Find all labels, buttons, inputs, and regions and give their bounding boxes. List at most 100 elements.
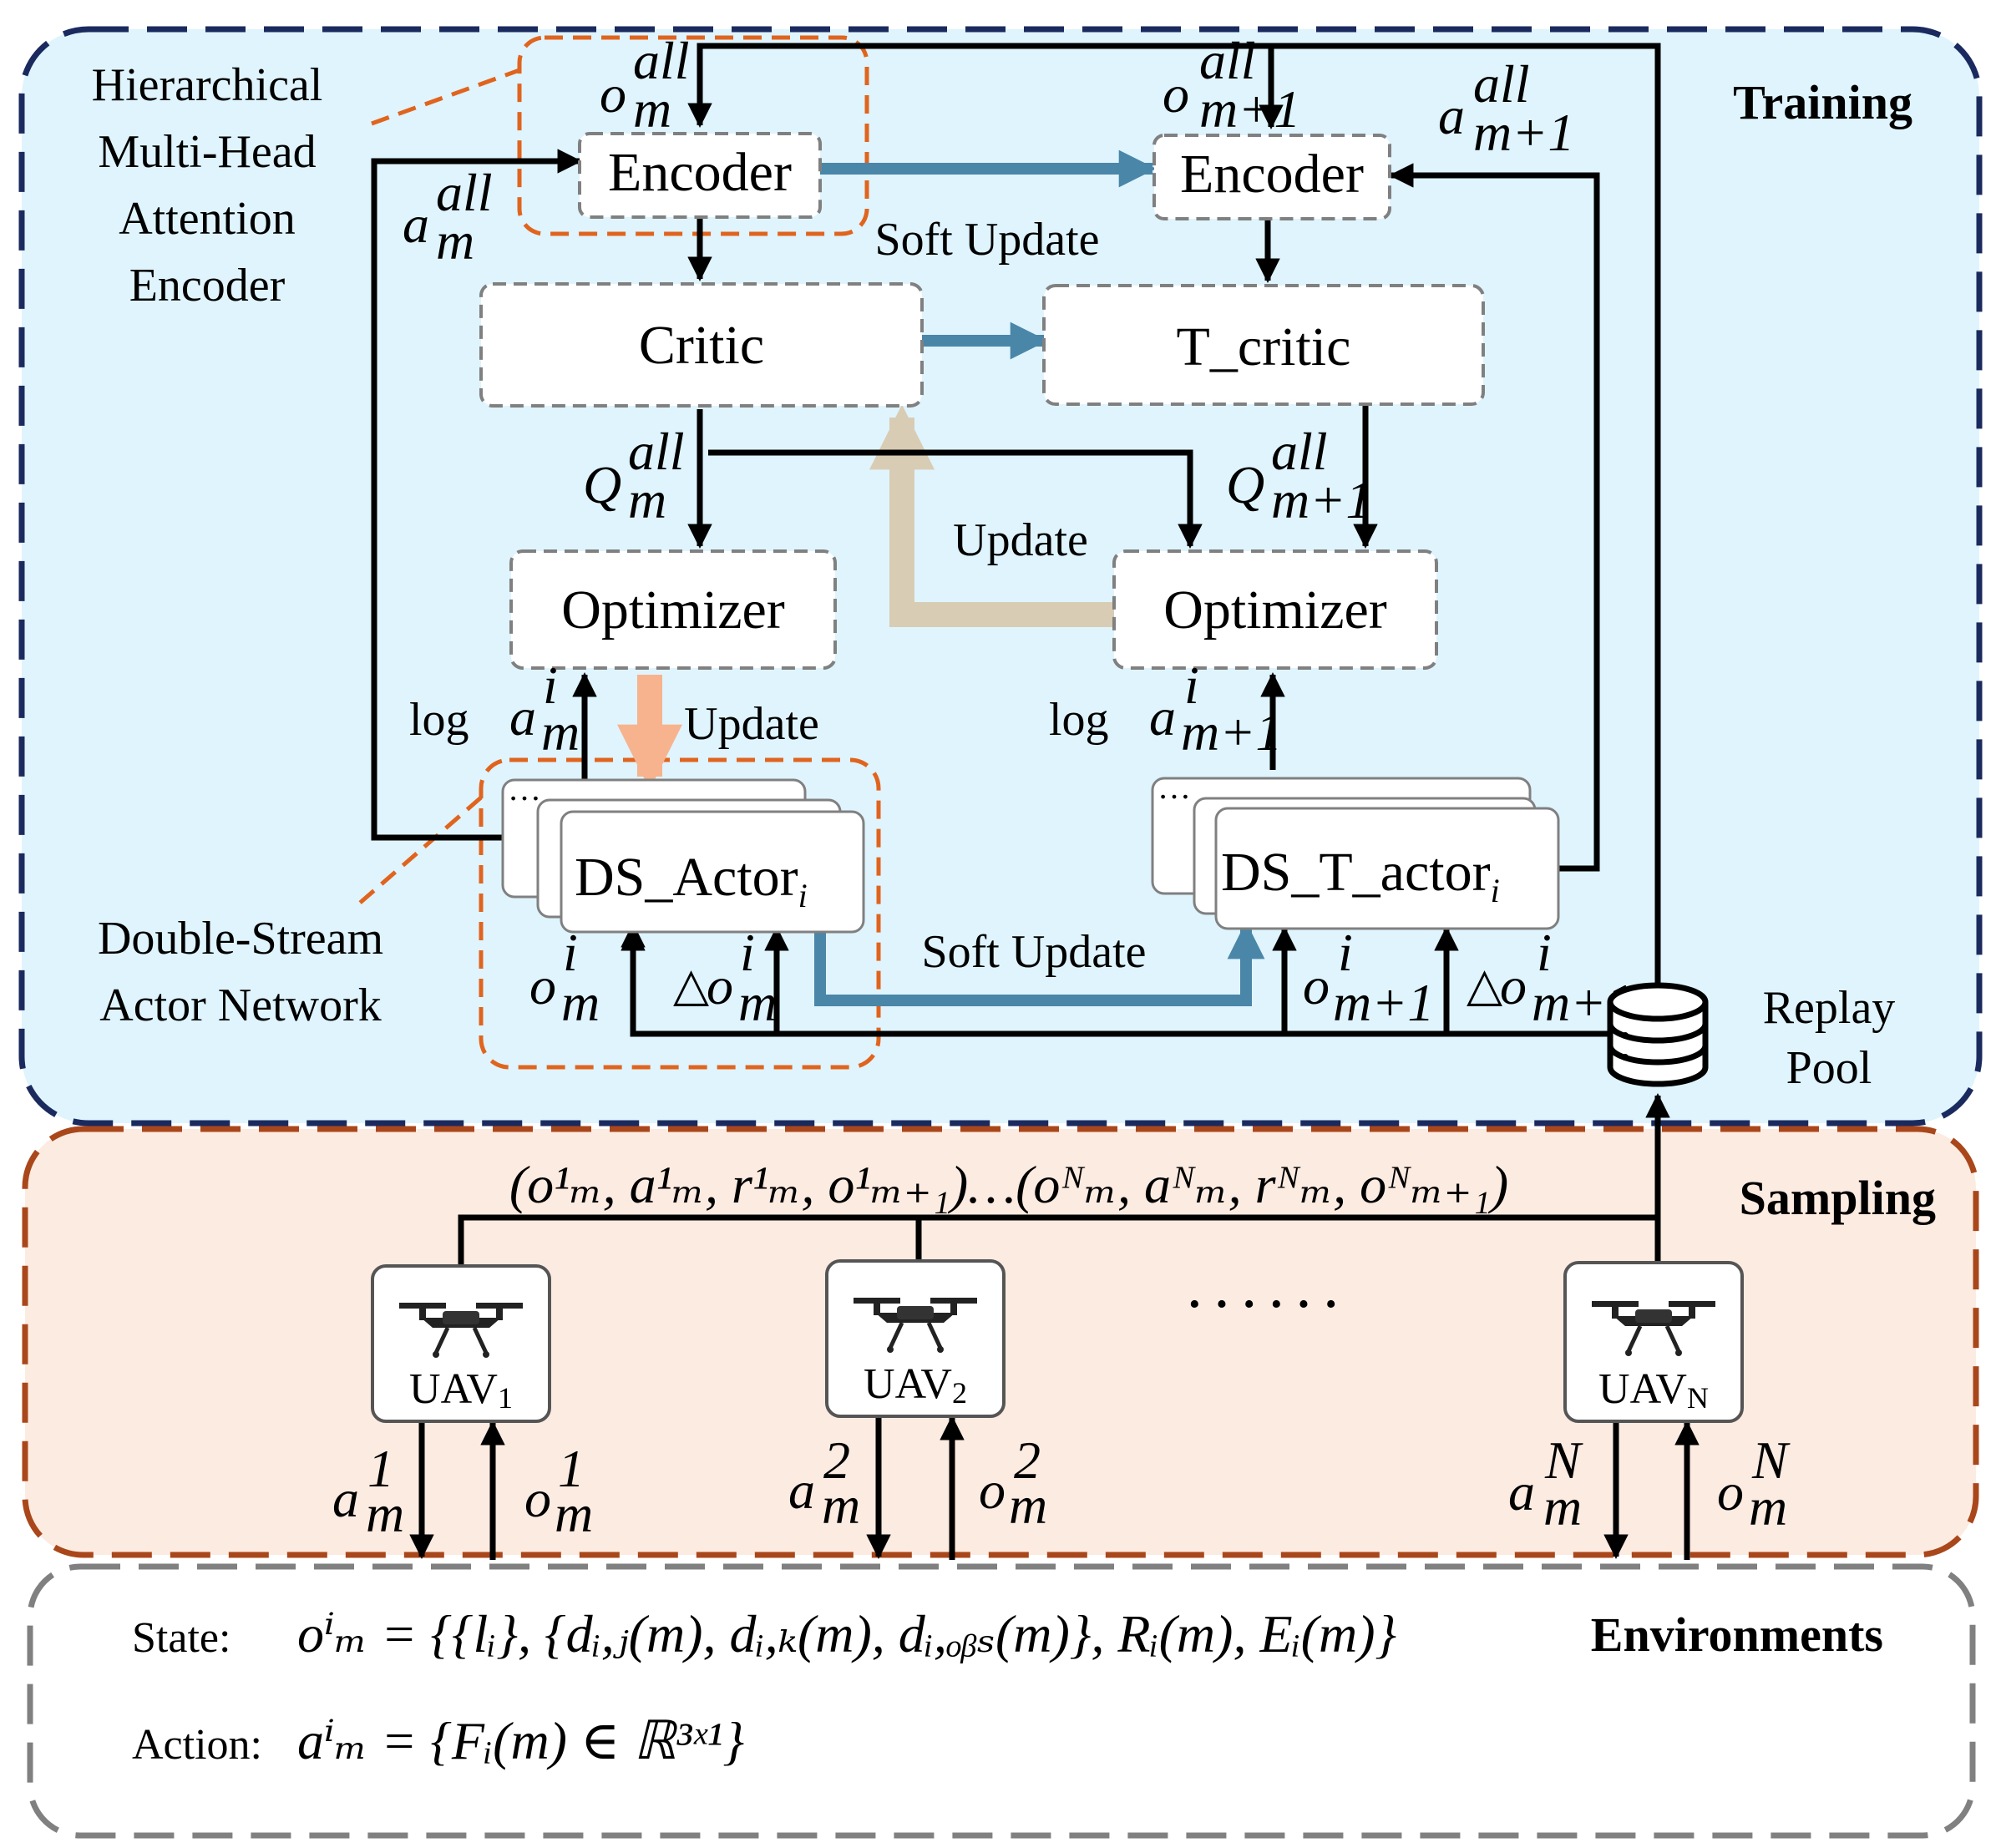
svg-text:N: N bbox=[1751, 1430, 1791, 1490]
critic-label: Critic bbox=[639, 315, 764, 376]
environment-panel bbox=[27, 1563, 1976, 1839]
math-o-i-m1: o i m+1 bbox=[1303, 923, 1434, 1032]
target-actor-to-target-encoder bbox=[1389, 163, 1600, 872]
svg-text:m: m bbox=[822, 1476, 860, 1535]
target-encoder-box: Encoder bbox=[1152, 134, 1391, 220]
svg-text:o: o bbox=[529, 956, 556, 1015]
critic-to-target-optimizer bbox=[708, 449, 1203, 549]
uav-1-label: UAV1 bbox=[409, 1365, 513, 1415]
uav-2-obs-label: o 2 m bbox=[979, 1430, 1047, 1535]
svg-text:m+1: m+1 bbox=[1333, 973, 1434, 1032]
svg-text:a: a bbox=[509, 687, 536, 747]
action-label: Action: bbox=[132, 1721, 262, 1769]
actor-stack: … DS_Actori bbox=[501, 770, 865, 934]
svg-text:m: m bbox=[738, 973, 777, 1032]
uav-1: UAV1 bbox=[371, 1264, 551, 1423]
math-a-all-m: a all m bbox=[403, 163, 493, 271]
update-critic-label: Update bbox=[953, 514, 1088, 566]
state-formula: oⁱₘ = {{lᵢ}, {dᵢ,ⱼ(m), dᵢ,ₖ(m), dᵢ,ₒᵦₛ(m… bbox=[297, 1604, 1397, 1663]
svg-text:all: all bbox=[1199, 31, 1256, 90]
math-o-i-m: o i m bbox=[529, 923, 600, 1032]
svg-text:o: o bbox=[524, 1469, 551, 1528]
math-q-all-m1: Q all m+1 bbox=[1226, 422, 1372, 529]
svg-text:o: o bbox=[1717, 1462, 1744, 1521]
svg-text:a: a bbox=[788, 1461, 815, 1520]
svg-text:a: a bbox=[332, 1469, 359, 1528]
connectors bbox=[371, 43, 1700, 1560]
environments-title: Environments bbox=[1591, 1608, 1883, 1662]
actor-label: DS_Actori bbox=[575, 847, 808, 914]
svg-text:2: 2 bbox=[823, 1430, 850, 1490]
svg-text:1: 1 bbox=[558, 1439, 585, 1498]
svg-text:m+1: m+1 bbox=[1473, 103, 1574, 162]
replay-pool-database-icon bbox=[1607, 982, 1709, 1087]
uav-2-label: UAV2 bbox=[864, 1360, 967, 1410]
svg-text:m: m bbox=[1009, 1476, 1047, 1535]
target-encoder-label: Encoder bbox=[1180, 144, 1364, 205]
drone-icon bbox=[854, 1298, 977, 1353]
svg-text:all: all bbox=[633, 31, 690, 90]
svg-text:m: m bbox=[555, 1484, 593, 1543]
uav-bus bbox=[458, 1214, 1661, 1266]
svg-text:m: m bbox=[541, 702, 580, 762]
svg-text:m+1: m+1 bbox=[1181, 702, 1282, 762]
uav-1-obs-label: o 1 m bbox=[524, 1439, 593, 1543]
callout-line-3: Attention bbox=[119, 193, 296, 245]
svg-text:all: all bbox=[1271, 422, 1328, 481]
uav-2-action-label: a 2 m bbox=[788, 1430, 860, 1535]
soft-update-top-label: Soft Update bbox=[874, 214, 1099, 266]
callout-line-2: Multi-Head bbox=[98, 126, 316, 178]
svg-text:m: m bbox=[1543, 1477, 1582, 1537]
optimizer-box: Optimizer bbox=[509, 549, 837, 670]
uav-1-action-label: a 1 m bbox=[332, 1439, 404, 1543]
sampling-title: Sampling bbox=[1740, 1171, 1936, 1225]
optimizer-label: Optimizer bbox=[561, 580, 785, 640]
replay-pool-label-2: Pool bbox=[1786, 1042, 1872, 1094]
target-critic-box: T_critic bbox=[1042, 284, 1485, 406]
drone-icon bbox=[399, 1303, 523, 1358]
uav-n: UAVN bbox=[1563, 1261, 1744, 1423]
action-formula: aⁱₘ = {Fᵢ(m) ∈ ℝ³ˣ¹} bbox=[297, 1711, 744, 1770]
svg-text:m+1: m+1 bbox=[1199, 79, 1300, 139]
svg-text:all: all bbox=[436, 163, 493, 222]
target-actor-label: DS_T_actori bbox=[1221, 842, 1500, 909]
uav-2: UAV2 bbox=[825, 1259, 1006, 1418]
target-actor-stack-ellipsis: … bbox=[1158, 768, 1191, 806]
target-optimizer-box: Optimizer bbox=[1112, 549, 1438, 670]
svg-text:1: 1 bbox=[367, 1439, 394, 1498]
svg-text:i: i bbox=[543, 656, 558, 715]
svg-text:N: N bbox=[1544, 1430, 1583, 1490]
svg-text:o: o bbox=[1303, 956, 1330, 1015]
uav-n-obs-label: o N m bbox=[1717, 1430, 1791, 1537]
svg-text:m: m bbox=[436, 211, 474, 271]
encoder-label: Encoder bbox=[608, 142, 792, 203]
actor-to-encoder-line bbox=[371, 149, 582, 841]
update-actor-label: Update bbox=[684, 698, 819, 750]
uav-n-label: UAVN bbox=[1598, 1365, 1709, 1415]
svg-text:i: i bbox=[1184, 656, 1199, 715]
svg-text:a: a bbox=[1508, 1462, 1535, 1521]
target-actor-stack: … DS_T_actori bbox=[1151, 768, 1560, 930]
svg-text:all: all bbox=[628, 422, 685, 481]
svg-text:a: a bbox=[1438, 86, 1465, 145]
math-delta-o-i-m: △ o i m bbox=[673, 923, 777, 1032]
svg-text:Q: Q bbox=[1226, 455, 1264, 514]
update-critic-arrow bbox=[869, 404, 1114, 627]
drone-icon bbox=[1592, 1301, 1715, 1356]
callout-actor-line-1: Double-Stream bbox=[98, 913, 383, 965]
replay-to-encoders-line bbox=[687, 43, 1661, 1000]
svg-text:all: all bbox=[1473, 54, 1530, 114]
target-critic-label: T_critic bbox=[1177, 316, 1351, 377]
svg-text:a: a bbox=[1149, 687, 1176, 747]
experience-tuple: (o¹ₘ, a¹ₘ, r¹ₘ, o¹ₘ₊₁)…(oᴺₘ, aᴺₘ, rᴺₘ, o… bbox=[509, 1155, 1508, 1214]
actor-callout-text: Double-Stream Actor Network bbox=[98, 913, 383, 1031]
math-o-all-m1: o all m+1 bbox=[1163, 31, 1300, 139]
svg-text:o: o bbox=[1500, 956, 1527, 1015]
math-log-a-m1: log a i m+1 bbox=[1049, 656, 1282, 762]
svg-text:o: o bbox=[979, 1461, 1006, 1520]
replay-pool-label-1: Replay bbox=[1763, 982, 1896, 1034]
svg-text:m: m bbox=[1749, 1477, 1787, 1537]
svg-text:m+1: m+1 bbox=[1271, 470, 1372, 529]
training-title: Training bbox=[1733, 75, 1912, 129]
svg-text:o: o bbox=[600, 64, 626, 124]
